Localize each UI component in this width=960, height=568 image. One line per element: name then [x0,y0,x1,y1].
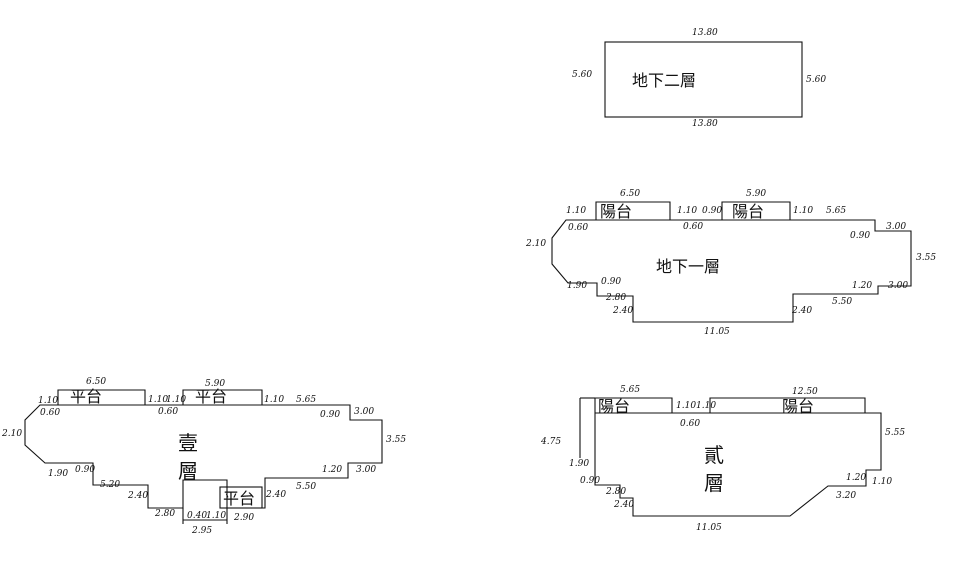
f2-dim-1105: 11.05 [696,523,722,533]
f1-dim-090a: 0.90 [320,410,340,420]
f2-outline [594,397,882,517]
f1-dim-295: 2.95 [191,526,212,536]
b1-dim-550: 5.50 [832,297,852,307]
f2-balcony1-label: 陽台 [598,397,630,416]
f2-dim-555: 5.55 [885,428,905,438]
f1-label-line1: 壹 [178,431,198,455]
plan-b1: 陽台 陽台 地下一層 6.50 5.90 1.10 0.60 1.10 0.60… [525,189,936,337]
f2-dim-475: 4.75 [540,437,561,447]
f1-dim-terrace2: 5.90 [205,379,225,389]
f2-label-line2: 層 [704,471,724,495]
plan-f1: 平台 平台 平台 壹 層 6.50 5.90 1.10 0.60 1.10 1.… [1,377,406,536]
f1-dim-110e: 1.10 [206,511,226,521]
f1-terrace1-label: 平台 [70,387,102,406]
f1-terrace2-label: 平台 [195,387,227,406]
b1-dim-060b: 0.60 [683,222,703,232]
b2-dim-right: 5.60 [806,75,826,85]
f1-dim-090b: 0.90 [75,465,95,475]
f1-dim-210: 2.10 [1,429,22,439]
b1-dim-190: 1.90 [567,281,587,291]
f2-dim-120: 1.20 [846,473,866,483]
f2-dim-190: 1.90 [569,459,589,469]
b1-dim-1105: 11.05 [704,327,730,337]
b1-dim-565: 5.65 [826,206,846,216]
b1-dim-090c: 0.90 [601,277,621,287]
b1-dim-240b: 2.40 [612,306,633,316]
f1-dim-120: 1.20 [322,465,342,475]
b1-dim-balcony1: 6.50 [620,189,640,199]
f1-dim-565: 5.65 [296,395,316,405]
f2-dim-060: 0.60 [680,419,700,429]
f2-dim-110b: 1.10 [696,401,716,411]
b2-dim-bottom: 13.80 [692,119,718,129]
f1-dim-240b: 2.40 [127,491,148,501]
f1-dim-110a: 1.10 [38,396,58,406]
f1-dim-110d: 1.10 [264,395,284,405]
b1-dim-240a: 2.40 [791,306,812,316]
b1-balcony1-label: 陽台 [600,202,632,221]
f2-label-line1: 貳 [704,443,724,467]
b2-dim-top: 13.80 [692,28,718,38]
b2-dim-left: 5.60 [572,70,592,80]
f1-label-line2: 層 [178,459,198,483]
f2-dim-240: 2.40 [613,500,634,510]
f1-dim-355: 3.55 [386,435,406,445]
b2-outline [604,41,803,118]
f1-dim-040: 0.40 [187,511,207,521]
b1-dim-balcony2: 5.90 [746,189,766,199]
f2-dim-110c: 1.10 [872,477,892,487]
b1-dim-210: 2.10 [525,239,546,249]
f2-balcony2-label: 陽台 [782,397,814,416]
f2-dim-320: 3.20 [836,491,856,501]
b2-label: 地下二層 [632,71,696,90]
f2-dim-balcony1: 5.65 [620,385,640,395]
b1-dim-110b: 1.10 [677,206,697,216]
f1-terrace3 [219,486,263,509]
b1-dim-300a: 3.00 [886,222,906,232]
b1-label: 地下一層 [656,257,720,276]
f2-dim-090: 0.90 [580,476,600,486]
f1-dim-190: 1.90 [48,469,68,479]
f1-terrace3-label: 平台 [223,489,255,508]
b1-dim-120: 1.20 [852,281,872,291]
b1-dim-300b: 3.00 [888,281,908,291]
f1-dim-240a: 2.40 [265,490,286,500]
f1-dim-110b: 1.10 [148,395,168,405]
f1-dim-060a: 0.60 [40,408,60,418]
f1-dim-110c: 1.10 [166,395,186,405]
f1-dim-terrace1: 6.50 [86,377,106,387]
b1-dim-090b: 0.90 [850,231,870,241]
b1-dim-090a: 0.90 [702,206,722,216]
b1-dim-355: 3.55 [916,253,936,263]
f1-outline [24,389,383,509]
b1-dim-110c: 1.10 [793,206,813,216]
f1-dim-550: 5.50 [296,482,316,492]
f1-dim-280: 2.80 [154,509,175,519]
f1-dim-520: 5.20 [100,480,120,490]
f2-dim-280: 2.80 [605,487,626,497]
f1-dim-290: 2.90 [233,513,254,523]
f1-dim-060b: 0.60 [158,407,178,417]
plan-b2: 地下二層 13.80 13.80 5.60 5.60 [572,28,826,129]
b1-balcony2-label: 陽台 [732,202,764,221]
b1-dim-110a: 1.10 [566,206,586,216]
f2-dim-balcony2: 12.50 [792,387,818,397]
b1-dim-060a: 0.60 [568,223,588,233]
b1-dim-280: 2.80 [605,293,626,303]
plan-f2: 陽台 陽台 貳 層 5.65 12.50 4.75 1.10 1.10 0.60… [540,385,905,533]
f1-dim-300a: 3.00 [354,407,374,417]
f1-dim-300b: 3.00 [356,465,376,475]
f2-dim-110a: 1.10 [676,401,696,411]
